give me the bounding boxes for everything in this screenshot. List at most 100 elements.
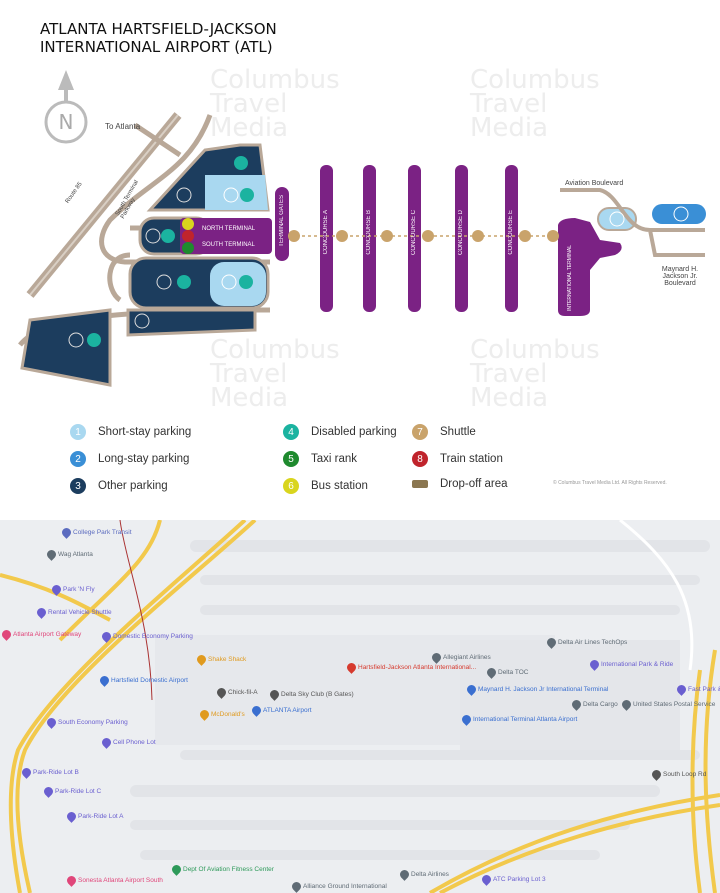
legend-item: Drop-off area <box>412 478 508 490</box>
map-poi[interactable]: International Park & Ride <box>588 658 673 671</box>
map-poi[interactable]: Park-Ride Lot B <box>20 766 79 779</box>
map-poi[interactable]: Delta Sky Club (B Gates) <box>268 688 354 701</box>
map-pin-icon <box>100 736 113 749</box>
poi-label: Atlanta Airport Gateway <box>13 631 82 639</box>
map-poi[interactable]: Delta Airlines <box>398 868 449 881</box>
compass-icon: N <box>44 70 88 144</box>
map-poi[interactable]: United States Postal Service <box>620 698 715 711</box>
map-poi[interactable]: Park-Ride Lot A <box>65 810 124 823</box>
map-poi[interactable]: Alliance Ground International <box>290 880 387 893</box>
map-pin-icon <box>570 698 583 711</box>
map-graphic: N <box>18 70 706 387</box>
map-pin-icon <box>195 653 208 666</box>
map-pin-icon <box>465 683 478 696</box>
poi-label: International Terminal Atlanta Airport <box>473 716 578 724</box>
map-poi[interactable]: College Park Transit <box>60 526 132 539</box>
map-poi[interactable]: Delta Air Lines TechOps <box>545 636 627 649</box>
map-poi[interactable]: Sonesta Atlanta Airport South <box>65 874 163 887</box>
poi-label: South Economy Parking <box>58 719 128 727</box>
poi-label: Sonesta Atlanta Airport South <box>78 877 163 885</box>
terminal-label: SOUTH TERMINAL <box>202 242 255 248</box>
map-pin-icon <box>198 708 211 721</box>
map-pin-icon <box>65 810 78 823</box>
map-poi[interactable]: McDonald's <box>198 708 245 721</box>
terminal-label: NORTH TERMINAL <box>202 226 256 232</box>
map-poi[interactable]: Hartsfield-Jackson Atlanta International… <box>345 661 476 674</box>
map-poi[interactable]: Rental Vehicle Shuttle <box>35 606 112 619</box>
map-poi[interactable]: Shake Shack <box>195 653 247 666</box>
map-poi[interactable]: South Economy Parking <box>45 716 128 729</box>
poi-label: Wag Atlanta <box>58 551 93 559</box>
map-poi[interactable]: ATC Parking Lot 3 <box>480 873 546 886</box>
map-poi[interactable]: Chick-fil-A <box>215 686 258 699</box>
map-pin-icon <box>485 666 498 679</box>
map-poi[interactable]: Cell Phone Lot <box>100 736 156 749</box>
map-pin-icon <box>545 636 558 649</box>
map-pin-icon <box>0 628 13 641</box>
map-pin-icon <box>100 630 113 643</box>
map-poi[interactable]: Park 'N Fly <box>50 583 95 596</box>
road-label: Maynard H. Jackson Jr. Boulevard <box>661 266 699 287</box>
svg-text:N: N <box>59 110 74 134</box>
poi-label: ATLANTA Airport <box>263 707 312 715</box>
map-poi[interactable]: Delta Cargo <box>570 698 618 711</box>
map-pin-icon <box>430 651 443 664</box>
poi-label: Hartsfield Domestic Airport <box>111 677 188 685</box>
map-pin-icon <box>398 868 411 881</box>
concourse-label: CONCOURSE E <box>508 210 514 255</box>
map-pin-icon <box>268 688 281 701</box>
map-pin-icon <box>620 698 633 711</box>
map-poi[interactable]: Maynard H. Jackson Jr International Term… <box>465 683 609 696</box>
poi-label: Alliance Ground International <box>303 883 387 891</box>
poi-label: Chick-fil-A <box>228 689 258 697</box>
map-poi[interactable]: South Loop Rd <box>650 768 706 781</box>
map-pin-icon <box>45 548 58 561</box>
map-pin-icon <box>42 785 55 798</box>
poi-label: Delta Cargo <box>583 701 618 709</box>
map-pin-icon <box>170 863 183 876</box>
poi-label: Park-Ride Lot B <box>33 769 79 777</box>
map-poi[interactable]: Atlanta Airport Gateway <box>0 628 82 641</box>
map-pin-icon <box>20 766 33 779</box>
map-poi[interactable]: Wag Atlanta <box>45 548 93 561</box>
poi-label: College Park Transit <box>73 529 132 537</box>
map-poi[interactable]: International Terminal Atlanta Airport <box>460 713 578 726</box>
copyright: © Columbus Travel Media Ltd. All Rights … <box>553 480 667 486</box>
drop-off-icon <box>412 480 428 488</box>
map-poi[interactable]: Domestic Economy Parking <box>100 630 193 643</box>
poi-label: Domestic Economy Parking <box>113 633 193 641</box>
map-poi[interactable]: Allegiant Airlines <box>430 651 491 664</box>
poi-label: Shake Shack <box>208 656 247 664</box>
poi-label: Fast Park & Relax <box>688 686 720 694</box>
poi-label: Allegiant Airlines <box>443 654 491 662</box>
poi-label: Delta Sky Club (B Gates) <box>281 691 354 699</box>
map-pin-icon <box>45 716 58 729</box>
map-poi[interactable]: Park-Ride Lot C <box>42 785 101 798</box>
map-poi[interactable]: ATLANTA Airport <box>250 704 312 717</box>
road-label: To Atlanta <box>105 122 141 131</box>
map-pin-icon <box>98 674 111 687</box>
map-pin-icon <box>345 661 358 674</box>
map-poi[interactable]: Delta TOC <box>485 666 528 679</box>
map-poi[interactable]: Dept Of Aviation Fitness Center <box>170 863 274 876</box>
poi-label: Park-Ride Lot A <box>78 813 124 821</box>
map-poi[interactable]: Fast Park & Relax <box>675 683 720 696</box>
poi-label: Maynard H. Jackson Jr International Term… <box>478 686 609 694</box>
poi-label: Rental Vehicle Shuttle <box>48 609 112 617</box>
poi-label: Park 'N Fly <box>63 586 95 594</box>
map-pin-icon <box>650 768 663 781</box>
markers <box>68 156 689 348</box>
map-poi[interactable]: Hartsfield Domestic Airport <box>98 674 188 687</box>
